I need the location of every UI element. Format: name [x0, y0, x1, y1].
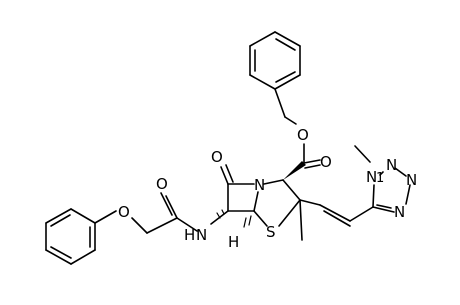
- ester-carbonyl-double-bond-2: [304, 164, 321, 169]
- c2-methyl-bond: [299, 199, 303, 241]
- atom-label-tetrazole-n3: N: [406, 171, 417, 189]
- atom-label-tetrazole-n2: N: [386, 156, 397, 174]
- ch2-to-ester-o-bond: [284, 116, 297, 125]
- atom-label-bridgehead-h: H: [228, 233, 239, 251]
- beta-lactam-ring: [220, 164, 259, 212]
- atom-label-tetrazole-n4: N: [394, 203, 405, 221]
- atom-label-lactam-o: O: [211, 148, 223, 166]
- ester-carbonyl-double-bond-1: [303, 159, 321, 164]
- atom-label-amide-h: H: [184, 226, 195, 244]
- phenoxy-ring: [45, 208, 96, 265]
- atom-label-ester-carbonyl-o: O: [320, 153, 332, 171]
- benzyl-ch2-bond: [274, 88, 286, 118]
- atom-label-layer: O N S H O O H N O O N 1 N N N: [118, 126, 417, 251]
- atom-label-phenoxy-o: O: [118, 203, 130, 221]
- c5-hydrogen-hash: [243, 215, 252, 228]
- atom-label-tetrazole-n1: N: [366, 168, 377, 186]
- atom-label-s: S: [266, 223, 276, 241]
- thiazolidine-ring: [253, 179, 301, 227]
- atom-label-amide-n: N: [196, 226, 207, 244]
- tetrazole-n-methyl-bond: [354, 145, 371, 163]
- bond-layer: [45, 31, 411, 265]
- amide-side-chain: [94, 192, 229, 234]
- atom-label-ring-n: N: [254, 176, 265, 194]
- tetrazole-ring: [372, 167, 411, 213]
- c3-ester-wedge: [283, 161, 306, 180]
- atom-label-tetrazole-n-locant: 1: [376, 171, 384, 186]
- vinyl-linker: [299, 199, 374, 227]
- c6-nitrogen-hash: [216, 209, 225, 219]
- atom-label-ester-ether-o: O: [297, 126, 309, 144]
- atom-label-amide-o: O: [156, 175, 168, 193]
- benzyl-phenyl-ring: [249, 31, 301, 90]
